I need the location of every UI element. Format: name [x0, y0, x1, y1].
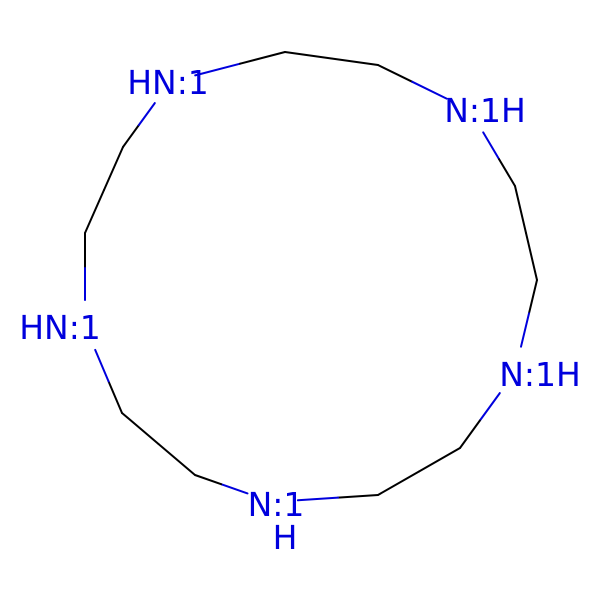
bond-c8-n5-half-b [94, 348, 110, 383]
bond-c4-n3-half-a [528, 279, 538, 315]
bond-c9-c10-half-a [84, 189, 105, 234]
bond-n2-c3-half-a [482, 131, 501, 161]
bond-c2-n2-half-b [411, 80, 448, 100]
atom-label-n4: N:1 [248, 485, 305, 524]
bond-c8-n5-half-a [107, 380, 123, 414]
bond-c2-n2-half-a [377, 64, 414, 83]
atom-label-n3: N:1H [499, 355, 581, 394]
atom-label-n4-hydrogen: H [273, 518, 298, 557]
bond-c9-c10-half-b [103, 146, 124, 191]
bond-c5-c6-half-b [377, 470, 420, 496]
bond-c1-c2-half-b [330, 57, 379, 66]
bond-c10-n1-half-b [137, 102, 156, 126]
bond-n1-c1-half-a [194, 62, 242, 77]
atom-labels-layer: HN:1 N:1H N:1H N:1 H HN:1 [19, 63, 581, 557]
bond-n3-c5-half-b [459, 419, 481, 449]
bond-c1-c2-half-a [284, 51, 333, 60]
bond-c3-c4-half-a [514, 185, 527, 234]
bond-c5-c6-half-a [418, 447, 461, 473]
bond-c10-n1-half-a [122, 124, 140, 148]
bond-c7-c8-half-a [157, 443, 196, 476]
bond-n3-c5-half-a [478, 392, 501, 422]
bond-c6-n4-half-b [296, 496, 339, 502]
atom-label-n5: HN:1 [19, 308, 101, 347]
bond-n4-c7-half-b [194, 474, 223, 486]
bond-n2-c3-half-b [498, 158, 516, 187]
bond-c3-c4-half-b [525, 232, 538, 281]
atom-label-n2: N:1H [444, 91, 526, 130]
bond-c7-c8-half-b [121, 412, 160, 445]
bond-c4-n3-half-b [520, 312, 530, 348]
bond-n4-c7-half-a [220, 483, 249, 495]
bonds-layer [84, 51, 538, 502]
bond-c6-n4-half-a [337, 494, 379, 499]
atom-label-n1: HN:1 [127, 63, 209, 102]
bond-n1-c1-half-b [239, 51, 286, 65]
